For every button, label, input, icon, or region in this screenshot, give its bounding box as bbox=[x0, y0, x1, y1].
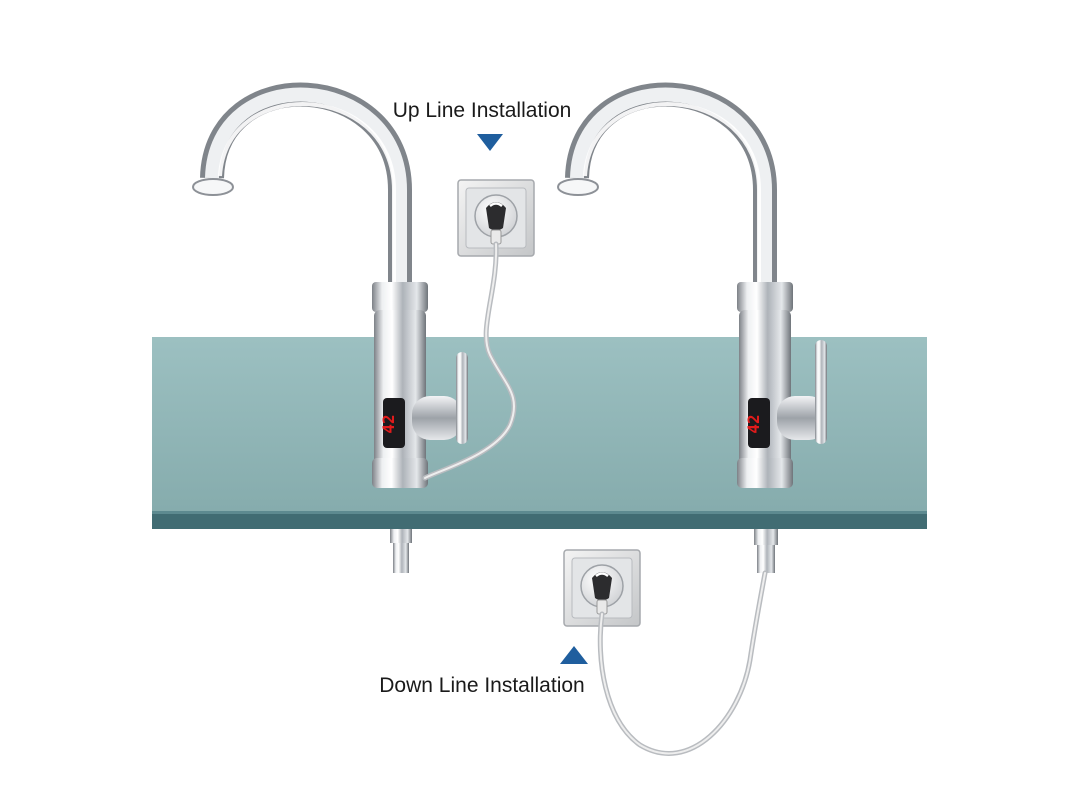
faucet-left: 42 bbox=[192, 82, 468, 488]
supply-pipe-right bbox=[754, 529, 778, 573]
temperature-display-left bbox=[383, 398, 405, 448]
wall-socket-up bbox=[457, 179, 535, 257]
wall-socket-down bbox=[563, 549, 641, 627]
temperature-display-right bbox=[748, 398, 770, 448]
faucet-right: 42 bbox=[557, 82, 827, 488]
triangle-down-icon bbox=[477, 134, 503, 151]
temperature-display-left-digits: 42 bbox=[379, 414, 398, 433]
up-line-installation-label: Up Line Installation bbox=[393, 99, 572, 122]
triangle-up-icon bbox=[560, 646, 588, 664]
temperature-display-right-digits: 42 bbox=[744, 414, 763, 433]
supply-pipe-left bbox=[390, 529, 412, 573]
down-line-installation-label: Down Line Installation bbox=[379, 674, 584, 697]
